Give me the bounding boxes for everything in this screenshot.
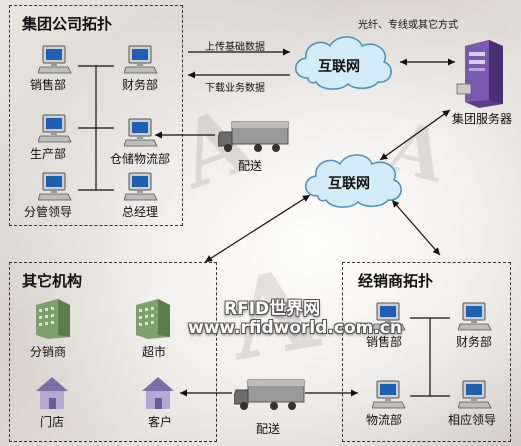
upload-label: 上传基础数据 (205, 42, 265, 53)
house-icon (36, 377, 68, 409)
watermark-title: RFID世界网 (224, 299, 321, 319)
group-node-finance: 财务部 (122, 78, 159, 92)
group-node-supervisor: 分管领导 (24, 205, 73, 219)
group-node-gm: 总经理 (122, 205, 159, 219)
other-node-supermarket: 超市 (142, 345, 167, 359)
delivery-truck-icon (218, 121, 289, 152)
computer-icon (124, 172, 158, 201)
group-topology-title: 集团公司拓扑 (22, 15, 113, 33)
dealer-topology-box (342, 262, 511, 442)
group-node-production: 生产部 (30, 147, 67, 161)
building-icon (36, 299, 70, 339)
truck-bottom-label: 配送 (256, 422, 281, 436)
group-node-sales: 销售部 (30, 78, 67, 92)
computer-icon (124, 45, 158, 74)
other-node-distributor: 分销商 (30, 345, 67, 359)
other-node-customer: 客户 (148, 415, 173, 429)
truck-top-label: 配送 (238, 159, 263, 173)
cloud-other-orgs-arrow (204, 194, 311, 263)
computer-icon (458, 380, 492, 409)
connection-label: 光纤、专线或其它方式 (358, 20, 458, 31)
cloud-icon (305, 154, 402, 208)
house-icon (142, 377, 174, 409)
dealer-node-logistics: 物流部 (366, 413, 403, 427)
internet-cloud-top-label: 互联网 (318, 59, 360, 75)
dealer-node-finance: 财务部 (456, 335, 493, 349)
group-topology-box (9, 5, 183, 226)
computer-icon (38, 172, 72, 201)
building-icon (136, 299, 170, 339)
cloud-icon (295, 36, 392, 90)
other-node-store: 门店 (40, 415, 65, 429)
computer-icon (458, 302, 492, 331)
group-node-warehouse: 仓储物流部 (110, 152, 171, 166)
cloud-dealer-arrow (391, 199, 441, 256)
watermark-url: www.rfidworld.com.cn (188, 318, 402, 338)
computer-icon (372, 380, 406, 409)
computer-icon (38, 45, 72, 74)
server-label: 集团服务器 (452, 112, 513, 126)
computer-icon (372, 302, 406, 331)
server-cloud-arrow (379, 109, 451, 161)
dealer-node-sales: 销售部 (366, 335, 403, 349)
download-label: 下载业务数据 (205, 83, 265, 94)
server-tower-icon (456, 40, 503, 108)
other-orgs-box (9, 262, 217, 442)
computer-icon (38, 114, 72, 143)
internet-cloud-middle-label: 互联网 (328, 176, 370, 192)
computer-icon (124, 118, 158, 147)
dealer-topology-title: 经销商拓扑 (358, 272, 434, 290)
dealer-node-leader: 相应领导 (448, 413, 497, 427)
delivery-truck-icon (234, 379, 305, 410)
other-orgs-title: 其它机构 (22, 272, 83, 290)
